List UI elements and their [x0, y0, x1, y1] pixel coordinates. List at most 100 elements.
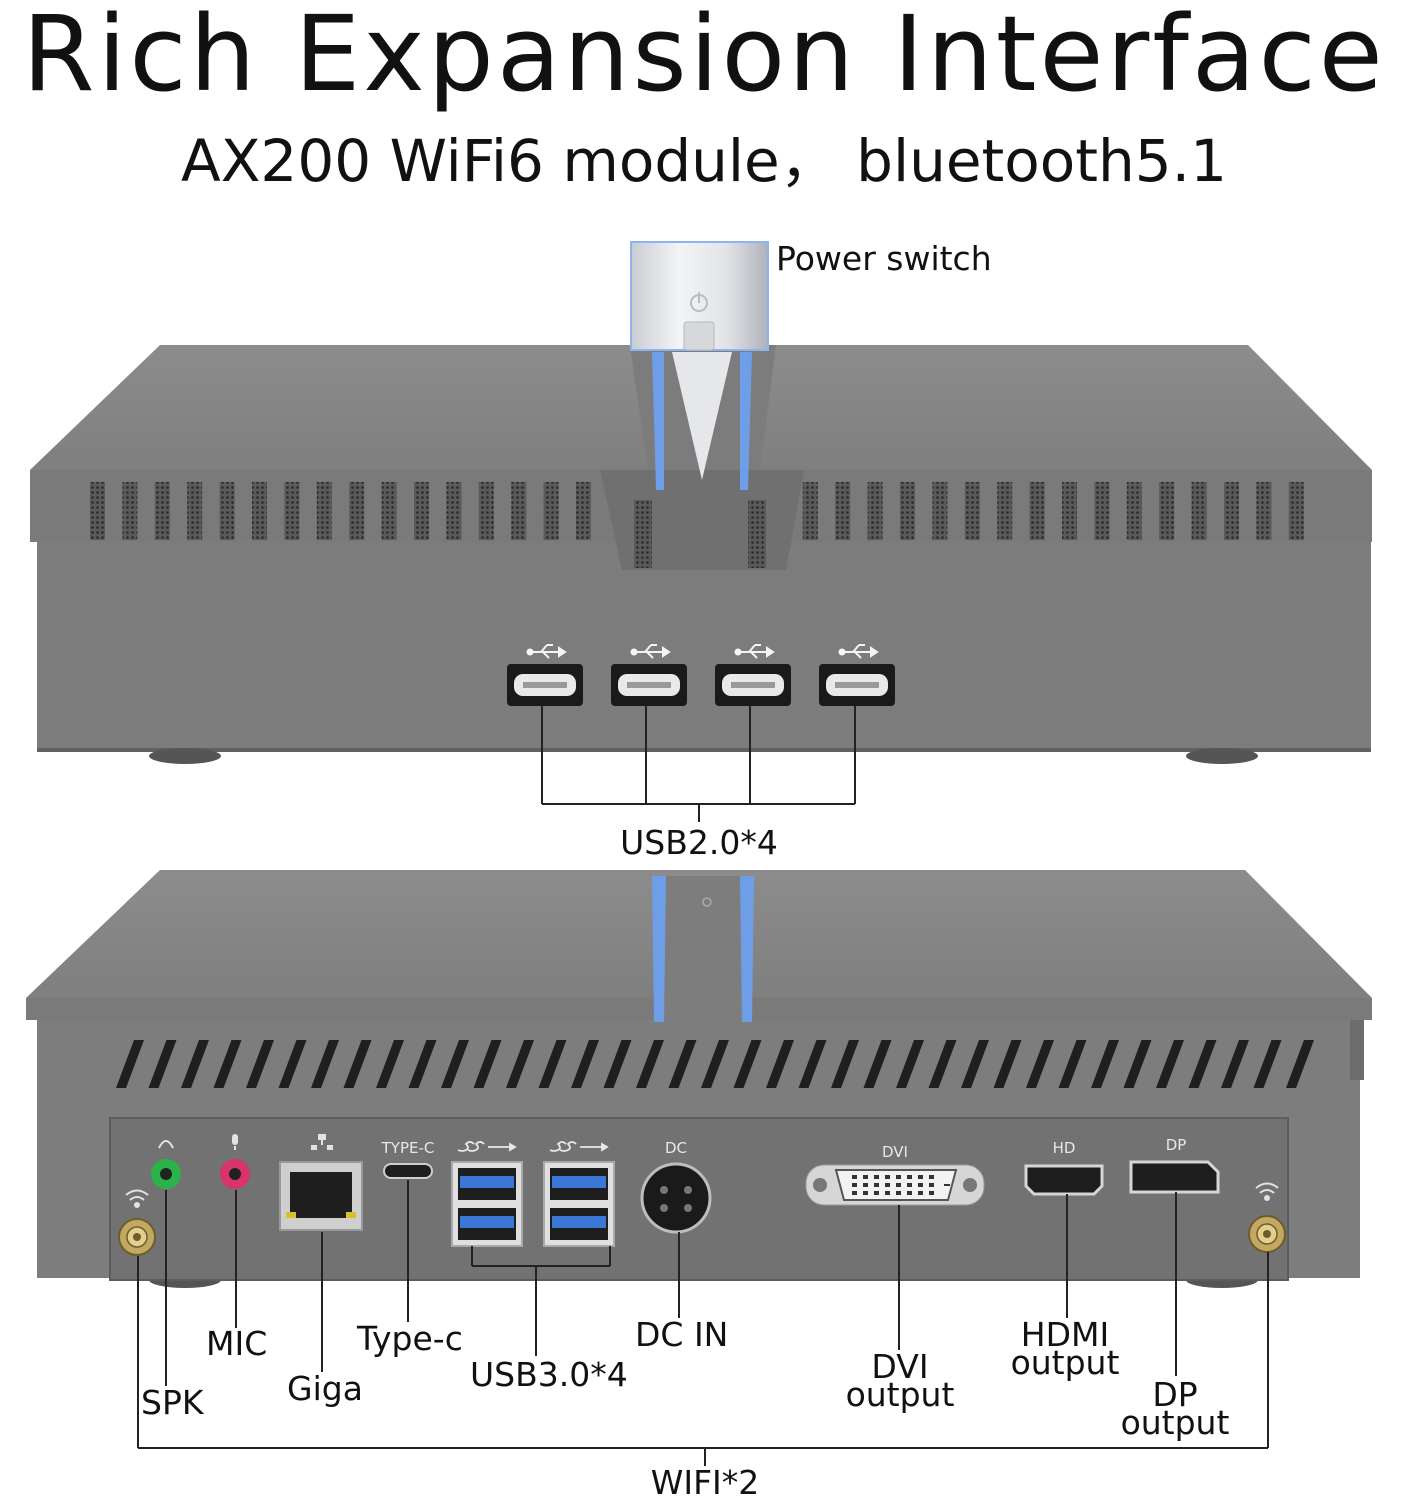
spk-label: SPK — [141, 1383, 204, 1422]
vent-slot — [802, 482, 818, 540]
vent-slot — [1156, 1040, 1184, 1088]
wifi-antenna-left — [118, 1218, 156, 1256]
vent-slot — [1288, 482, 1304, 540]
ethernet-port — [279, 1161, 363, 1231]
usb-icon — [526, 644, 567, 659]
vent-slot — [252, 482, 267, 540]
usb3-label: USB3.0*4 — [470, 1355, 628, 1394]
vent-slot — [1159, 482, 1175, 540]
vent-slot — [576, 482, 591, 540]
usb2-ports — [507, 644, 895, 706]
vent-slot — [414, 482, 429, 540]
dp-tag: DP — [1166, 1136, 1187, 1154]
front-vents — [90, 482, 1304, 568]
vent-slot — [798, 1040, 827, 1088]
usb2-port — [819, 664, 895, 706]
wifi-antenna-right — [1248, 1215, 1286, 1253]
type-c-port — [383, 1163, 433, 1179]
vent-slot — [219, 482, 235, 540]
vent-slot — [511, 482, 527, 540]
vent-slot — [506, 1040, 534, 1088]
dp-output-label-line2: output — [1120, 1403, 1230, 1442]
type-c-label: Type-c — [357, 1319, 463, 1358]
vent-slot — [148, 1040, 177, 1088]
vent-slot — [1058, 1040, 1087, 1088]
network-icon — [311, 1134, 333, 1150]
dvi-tag: DVI — [882, 1143, 908, 1161]
vent-slot — [835, 482, 851, 540]
vent-slot — [90, 482, 105, 540]
wifi-icon-right — [1255, 1182, 1279, 1201]
vent-slot — [571, 1040, 599, 1088]
power-switch-label: Power switch — [776, 239, 992, 278]
vent-slot — [1029, 482, 1045, 540]
wifi-icon-left — [125, 1189, 149, 1208]
vent-slot — [349, 482, 365, 540]
vent-slot — [311, 1040, 339, 1088]
vent-slot — [1191, 482, 1207, 540]
vent-slot — [478, 482, 494, 540]
vent-slot — [1062, 482, 1077, 540]
vent-slot — [116, 1040, 144, 1088]
dc-in-label: DC IN — [635, 1315, 729, 1354]
vent-slot — [122, 482, 138, 540]
vent-slot — [1126, 482, 1142, 540]
vent-slot — [246, 1040, 274, 1088]
vent-slot — [867, 482, 883, 540]
dc-in-port — [640, 1162, 712, 1234]
headphone-icon — [158, 1140, 174, 1149]
vent-slot — [316, 482, 332, 540]
vent-slot — [278, 1040, 307, 1088]
vent-slot — [1091, 1040, 1119, 1088]
vent-slot — [964, 482, 980, 540]
vent-slot — [213, 1040, 242, 1088]
hdmi-output-label-line2: output — [1010, 1343, 1120, 1382]
vent-slot — [446, 482, 462, 540]
vent-slot — [993, 1040, 1022, 1088]
mic-label: MIC — [206, 1324, 268, 1363]
page-title: Rich Expansion Interface — [22, 0, 1386, 115]
vent-slot — [634, 500, 652, 568]
vent-slot — [748, 500, 766, 568]
wifi-label: WIFI*2 — [650, 1463, 760, 1502]
dp-output-label-line1: DP — [1152, 1375, 1198, 1414]
vent-slot — [441, 1040, 469, 1088]
vent-slot — [766, 1040, 794, 1088]
usb2-port — [507, 664, 583, 706]
dvi-output-label-line1: DVI — [871, 1347, 929, 1386]
vent-slot — [932, 482, 948, 540]
usb2-bracket — [541, 706, 856, 822]
usb3-port-stack — [543, 1161, 615, 1247]
vent-slot — [154, 482, 170, 540]
vent-slot — [1094, 482, 1110, 540]
vent-slot — [1224, 482, 1239, 540]
type-c-tag: TYPE-C — [381, 1139, 435, 1157]
mic-jack — [220, 1159, 250, 1189]
usb-icon — [838, 644, 879, 659]
vent-slot — [473, 1040, 502, 1088]
vent-slot — [636, 1040, 664, 1088]
vent-slot — [538, 1040, 567, 1088]
vent-slot — [284, 482, 300, 540]
rear-vents — [116, 1040, 1314, 1088]
usb3-ss-icon — [457, 1141, 517, 1152]
usb3-port-stack — [451, 1161, 523, 1247]
vent-slot — [900, 482, 915, 540]
vent-slot — [1256, 482, 1272, 540]
vent-slot — [381, 482, 397, 540]
vent-slot — [997, 482, 1013, 540]
vent-slot — [543, 482, 559, 540]
vent-slot — [603, 1040, 632, 1088]
hdmi-output-label-line1: HDMI — [1020, 1315, 1110, 1354]
hd-tag: HD — [1053, 1139, 1076, 1157]
usb2-port — [715, 664, 791, 706]
vent-slot — [408, 1040, 437, 1088]
speaker-jack — [151, 1159, 181, 1189]
dp-port — [1129, 1160, 1220, 1194]
hdmi-port — [1024, 1164, 1104, 1196]
vent-slot — [668, 1040, 697, 1088]
usb-icon — [734, 644, 775, 659]
vent-slot — [343, 1040, 372, 1088]
dvi-port — [805, 1164, 985, 1206]
